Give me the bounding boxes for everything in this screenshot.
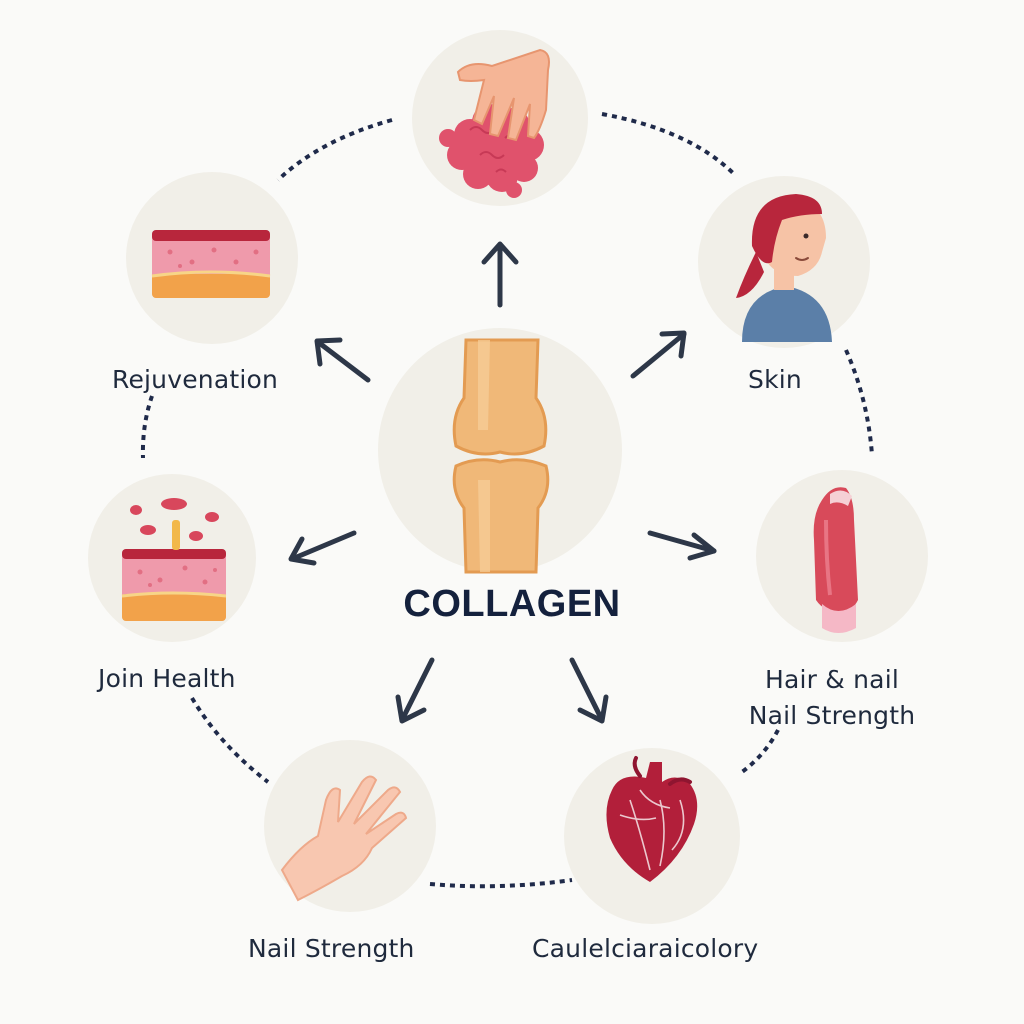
ring-segment-left-lower (190, 696, 270, 784)
bone-joint-icon (452, 338, 550, 574)
arrow-to-skin (630, 330, 687, 379)
node-label-hair-nail-line1: Hair & nail (765, 665, 899, 694)
node-label-skin: Skin (748, 365, 802, 394)
arrow-to-joint (288, 530, 357, 566)
node-label-cardio: Caulelciaraicolory (532, 934, 759, 963)
node-label-nail: Nail Strength (248, 934, 415, 963)
hand-icon (280, 775, 408, 902)
hand-on-tissue-icon (439, 48, 550, 198)
arrow-to-hair-nail (647, 530, 717, 561)
ring-segment-right-lower (740, 729, 780, 774)
dashed-ring (140, 112, 874, 889)
hair-strand-icon (813, 487, 858, 633)
arrow-to-nail (395, 657, 435, 724)
woman-profile-icon (736, 194, 832, 342)
skin-layer-particles-icon (121, 498, 227, 621)
node-label-joint: Join Health (98, 664, 236, 693)
heart-icon (606, 756, 698, 882)
arrow-to-top (481, 241, 519, 308)
arrows (288, 241, 717, 724)
center-title: COLLAGEN (403, 583, 621, 625)
node-label-hair-nail-line2: Nail Strength (748, 701, 916, 730)
skin-layer-icon (151, 230, 271, 298)
arrow-to-cardio (569, 657, 609, 724)
ring-segment-top-left (276, 118, 393, 182)
arrow-to-rejuvenation (314, 337, 371, 383)
ring-segment-right-upper (844, 349, 874, 456)
ring-segment-left-upper (140, 395, 154, 459)
node-label-rejuvenation: Rejuvenation (112, 365, 279, 394)
node-label-hair-nail: Hair & nail Nail Strength (722, 662, 942, 734)
ring-segment-bottom (429, 878, 573, 889)
ring-segment-top-right (601, 112, 737, 177)
